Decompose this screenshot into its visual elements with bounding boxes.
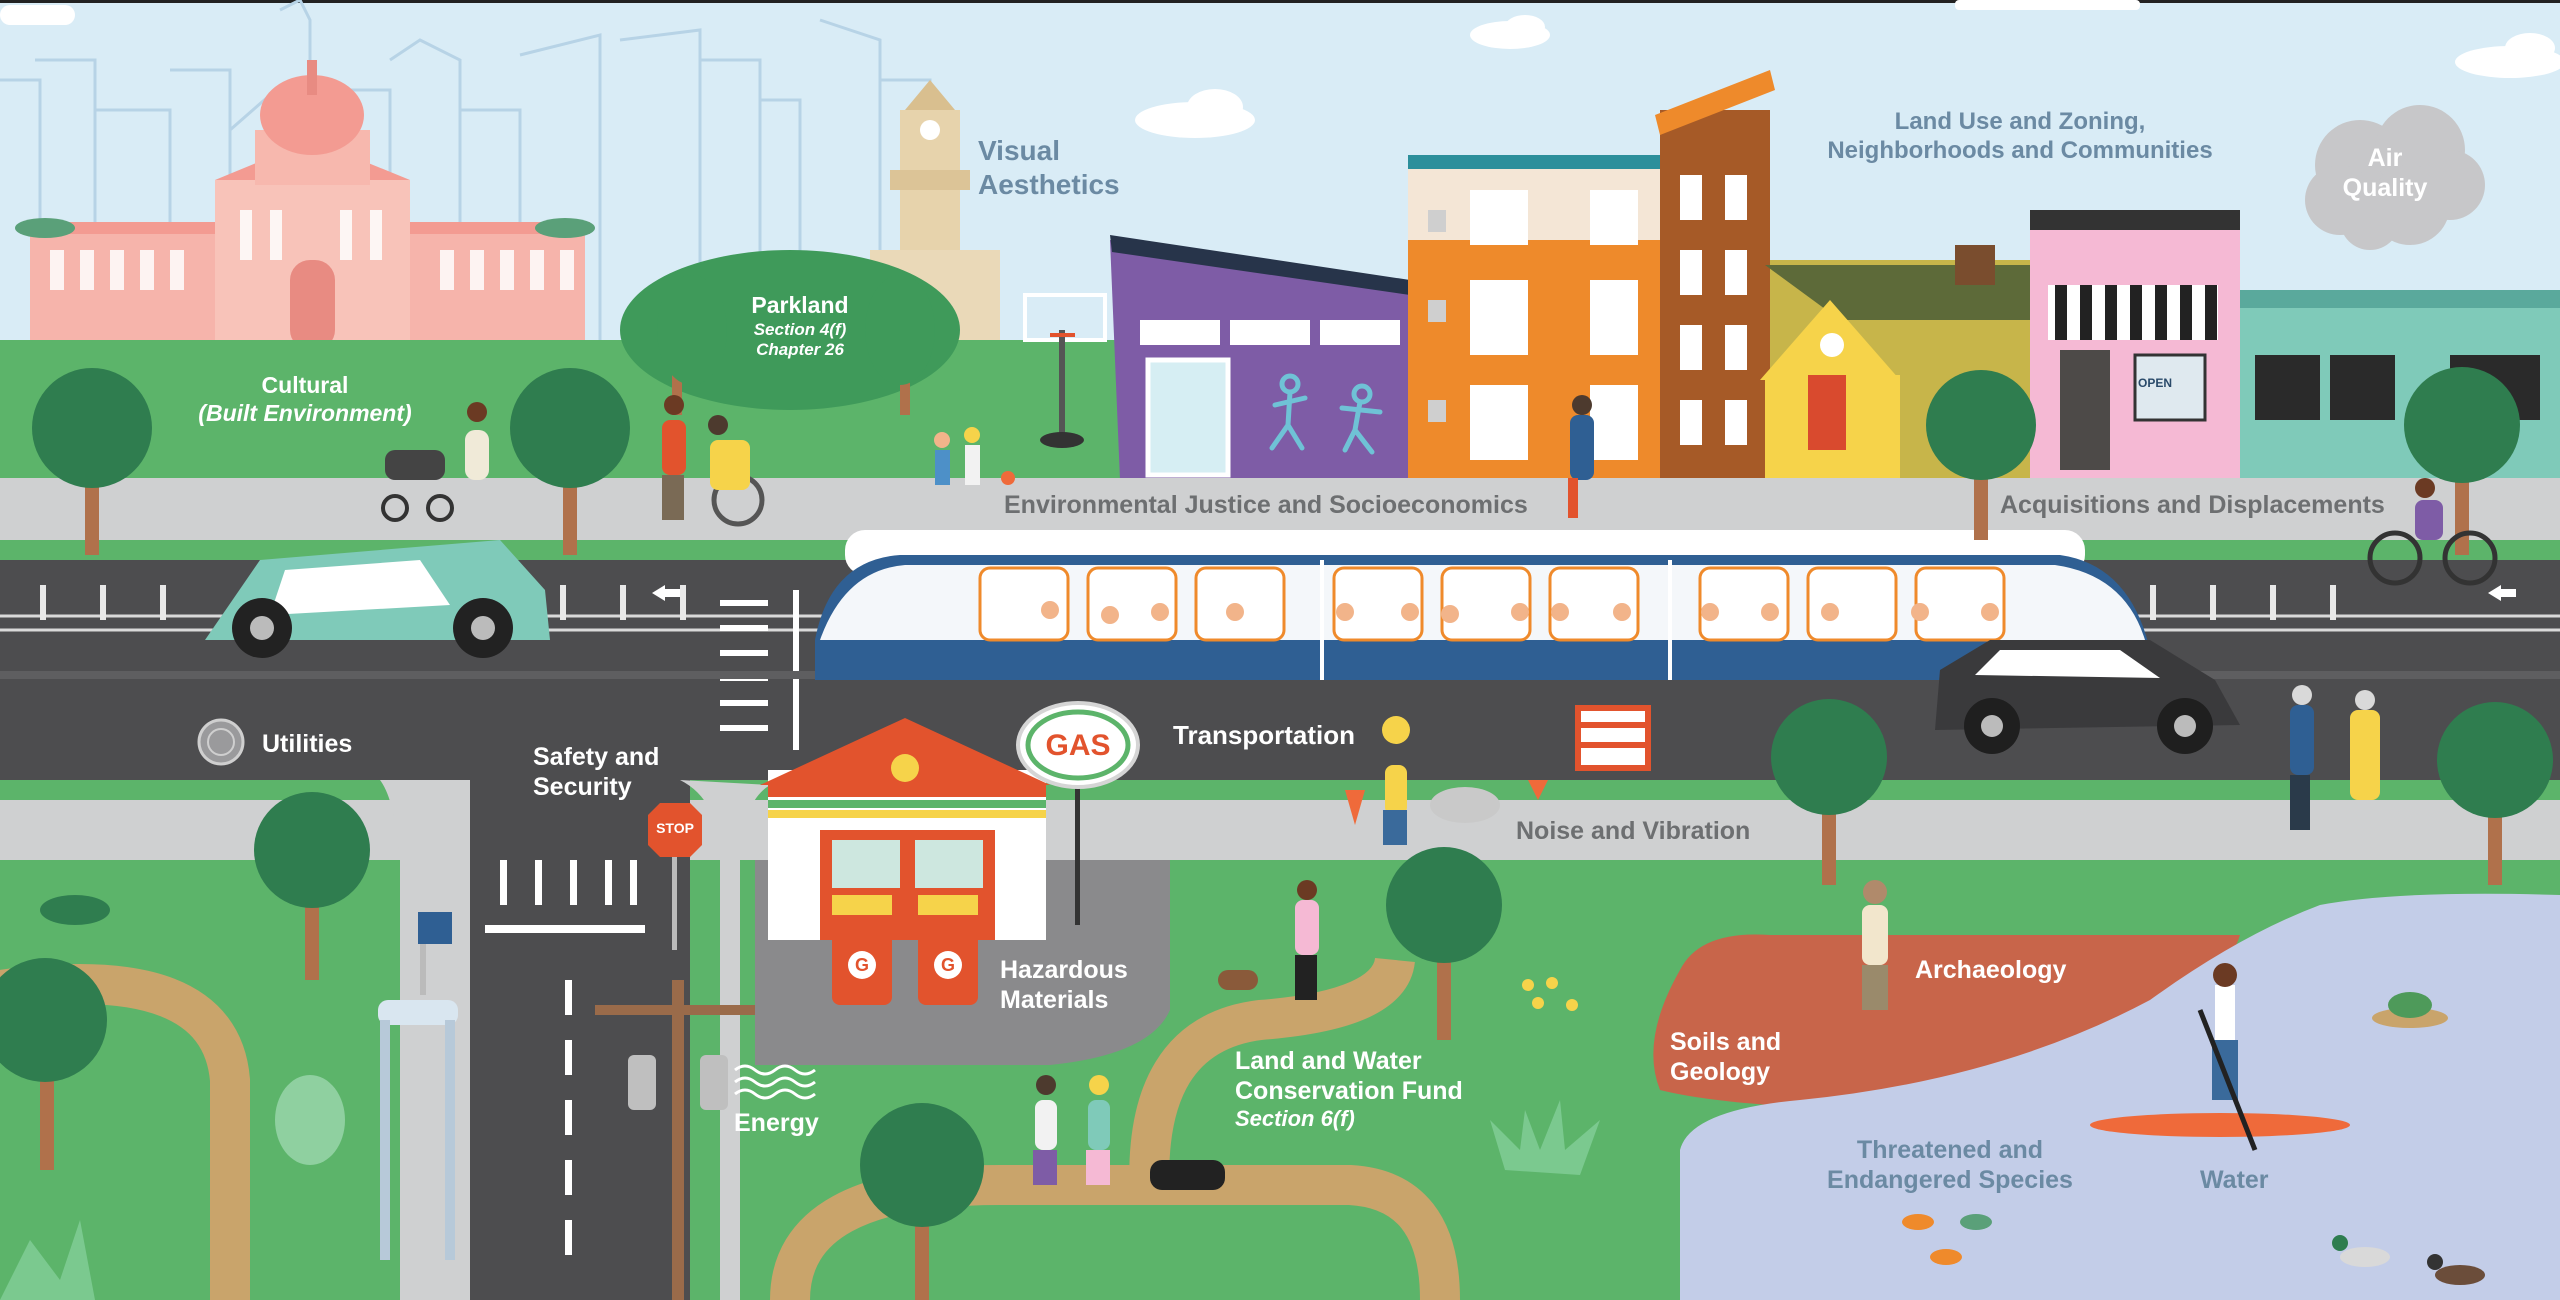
label-land-use: Land Use and Zoning, Neighborhoods and C… (1795, 108, 2245, 166)
label-cultural: Cultural (Built Environment) (195, 372, 415, 427)
label-threatened: Threatened and Endangered Species (1815, 1135, 2085, 1195)
trees (0, 275, 2553, 1300)
pump-1-text: G (854, 955, 869, 975)
plants (0, 895, 1600, 1300)
stop-sign (648, 803, 702, 950)
label-environmental-justice: Environmental Justice and Socioeconomics (1004, 491, 1528, 519)
energy-wave-icon (734, 1064, 816, 1100)
land-use-line-1: Land Use and Zoning, (1894, 108, 2146, 135)
safety-line-2: Security (533, 773, 632, 801)
label-parkland: Parkland Section 4(f) Chapter 26 (735, 292, 865, 360)
air-line-2: Quality (2342, 174, 2428, 202)
buildings-row (1110, 70, 2560, 480)
gas-sign-text: GAS (1045, 729, 1111, 762)
direction-arrows (652, 585, 2516, 601)
paddleboard (2090, 963, 2350, 1151)
open-sign-text: OPEN (2137, 376, 2172, 390)
utilities-manhole-icon (197, 718, 245, 766)
fish (1902, 1214, 1992, 1265)
safety-line-1: Safety and (533, 743, 660, 771)
lower-sidewalk (0, 800, 2560, 862)
construction-zone (1345, 705, 1651, 825)
pedestrians (381, 395, 2498, 1190)
label-hazardous: Hazardous Materials (1000, 955, 1128, 1015)
soils-line-2: Geology (1670, 1058, 1771, 1086)
air-line-1: Air (2367, 144, 2403, 172)
threatened-line-2: Endangered Species (1827, 1166, 2073, 1194)
land-use-line-2: Neighborhoods and Communities (1827, 136, 2213, 164)
parkland-chapter: Chapter 26 (756, 339, 844, 359)
stop-sign-text: STOP (656, 820, 694, 836)
lwcf-line-2: Conservation Fund (1235, 1077, 1463, 1105)
visual-line-1: Visual (978, 135, 1060, 166)
label-soils: Soils and Geology (1670, 1027, 1781, 1087)
label-noise: Noise and Vibration (1516, 817, 1751, 845)
label-safety: Safety and Security (533, 742, 659, 802)
lwcf-line-3: Section 6(f) (1235, 1106, 1355, 1131)
cultural-title: Cultural (261, 372, 349, 398)
teal-car (205, 540, 550, 658)
hazardous-line-1: Hazardous (1000, 956, 1128, 984)
label-visual-aesthetics: Visual Aesthetics (978, 134, 1120, 201)
lwcf-line-1: Land and Water (1235, 1047, 1422, 1075)
air-quality-cloud-icon (2305, 105, 2485, 250)
label-archaeology: Archaeology (1915, 956, 2067, 984)
capitol-building (15, 60, 595, 350)
visual-line-2: Aesthetics (978, 168, 1120, 200)
label-acquisitions: Acquisitions and Displacements (2000, 491, 2385, 519)
soil-area (1653, 934, 2240, 1106)
utility-pole (595, 980, 755, 1300)
ducks (2332, 1235, 2485, 1285)
soils-line-1: Soils and (1670, 1028, 1782, 1056)
light-rail-train (815, 530, 2150, 680)
cultural-subtitle: (Built Environment) (198, 399, 412, 426)
label-lwcf: Land and Water Conservation Fund Section… (1235, 1046, 1463, 1132)
dark-car (1935, 640, 2240, 754)
label-transportation: Transportation (1173, 720, 1356, 750)
gas-station (755, 701, 1170, 1065)
threatened-line-1: Threatened and (1856, 1136, 2044, 1164)
clouds (0, 0, 2560, 138)
pump-2-text: G (940, 955, 955, 975)
bus-stop (378, 912, 458, 1260)
turtle (2372, 992, 2448, 1028)
parkland-title: Parkland (751, 292, 849, 318)
label-water: Water (2200, 1166, 2269, 1194)
parkland-section: Section 4(f) (753, 319, 847, 339)
basketball-hoop (1023, 293, 1107, 448)
label-utilities: Utilities (262, 730, 353, 758)
label-air-quality: Air Quality (2330, 143, 2440, 203)
hazardous-line-2: Materials (1000, 986, 1109, 1014)
water-body (1680, 893, 2560, 1300)
label-energy: Energy (734, 1109, 819, 1137)
